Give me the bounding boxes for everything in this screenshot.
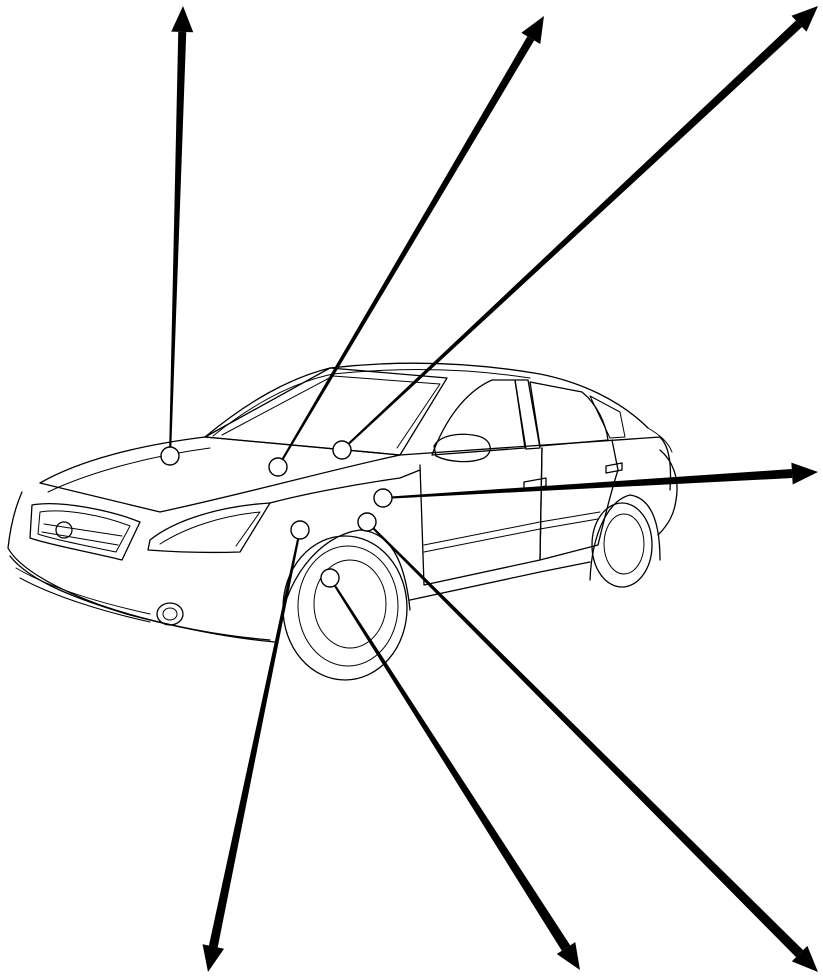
hood-crease (48, 448, 210, 492)
front-door (420, 448, 542, 585)
side-mirror (434, 434, 490, 461)
rear-wheel-arch (590, 495, 660, 580)
callout-shaft (169, 32, 186, 456)
grille-inner (38, 511, 130, 552)
callout-marker (269, 458, 287, 476)
front-grille (30, 504, 140, 560)
callout-front-fender-upper (358, 513, 818, 972)
rear-tire (592, 503, 652, 587)
headlight-inner (160, 512, 260, 546)
callout-shaft (383, 469, 792, 499)
callout-shaft (329, 577, 570, 950)
side-molding-2 (424, 519, 598, 552)
rear-bumper (658, 450, 677, 535)
callout-windshield-center (269, 16, 544, 476)
quarter-window (590, 396, 625, 438)
rocker-panel (410, 562, 590, 600)
grille-bar (42, 524, 122, 545)
callout-shaft (277, 36, 534, 467)
front-tire (283, 536, 407, 680)
callout-front-door-edge (374, 463, 818, 507)
arrowhead-icon (791, 463, 818, 485)
windshield-inner (222, 376, 440, 448)
callout-marker (374, 489, 392, 507)
b-pillar (515, 380, 540, 449)
callout-front-wheel-hub (321, 569, 580, 970)
rear-deck (648, 428, 672, 452)
side-molding (424, 512, 600, 545)
front-side-window (432, 380, 525, 455)
callout-shaft (341, 20, 802, 450)
bumper-lip (10, 556, 275, 642)
callout-marker (161, 447, 179, 465)
car-roof-inner (213, 369, 530, 436)
rear-door-handle (606, 463, 622, 473)
fog-light-inner (163, 608, 177, 620)
callout-shaft (209, 530, 301, 948)
callout-marker (358, 513, 376, 531)
rear-rim (604, 514, 644, 574)
callout-marker (291, 521, 309, 539)
arrowhead-icon (203, 944, 225, 972)
windshield (205, 368, 447, 455)
callout-hood-left (161, 6, 193, 465)
fog-light (157, 603, 183, 625)
rear-door (540, 440, 618, 560)
car-illustration (8, 363, 677, 680)
callout-marker (333, 441, 351, 459)
callout-marker (321, 569, 339, 587)
arrowhead-icon (171, 6, 193, 32)
callout-front-bumper-corner (203, 521, 309, 972)
rear-side-window (530, 382, 608, 446)
